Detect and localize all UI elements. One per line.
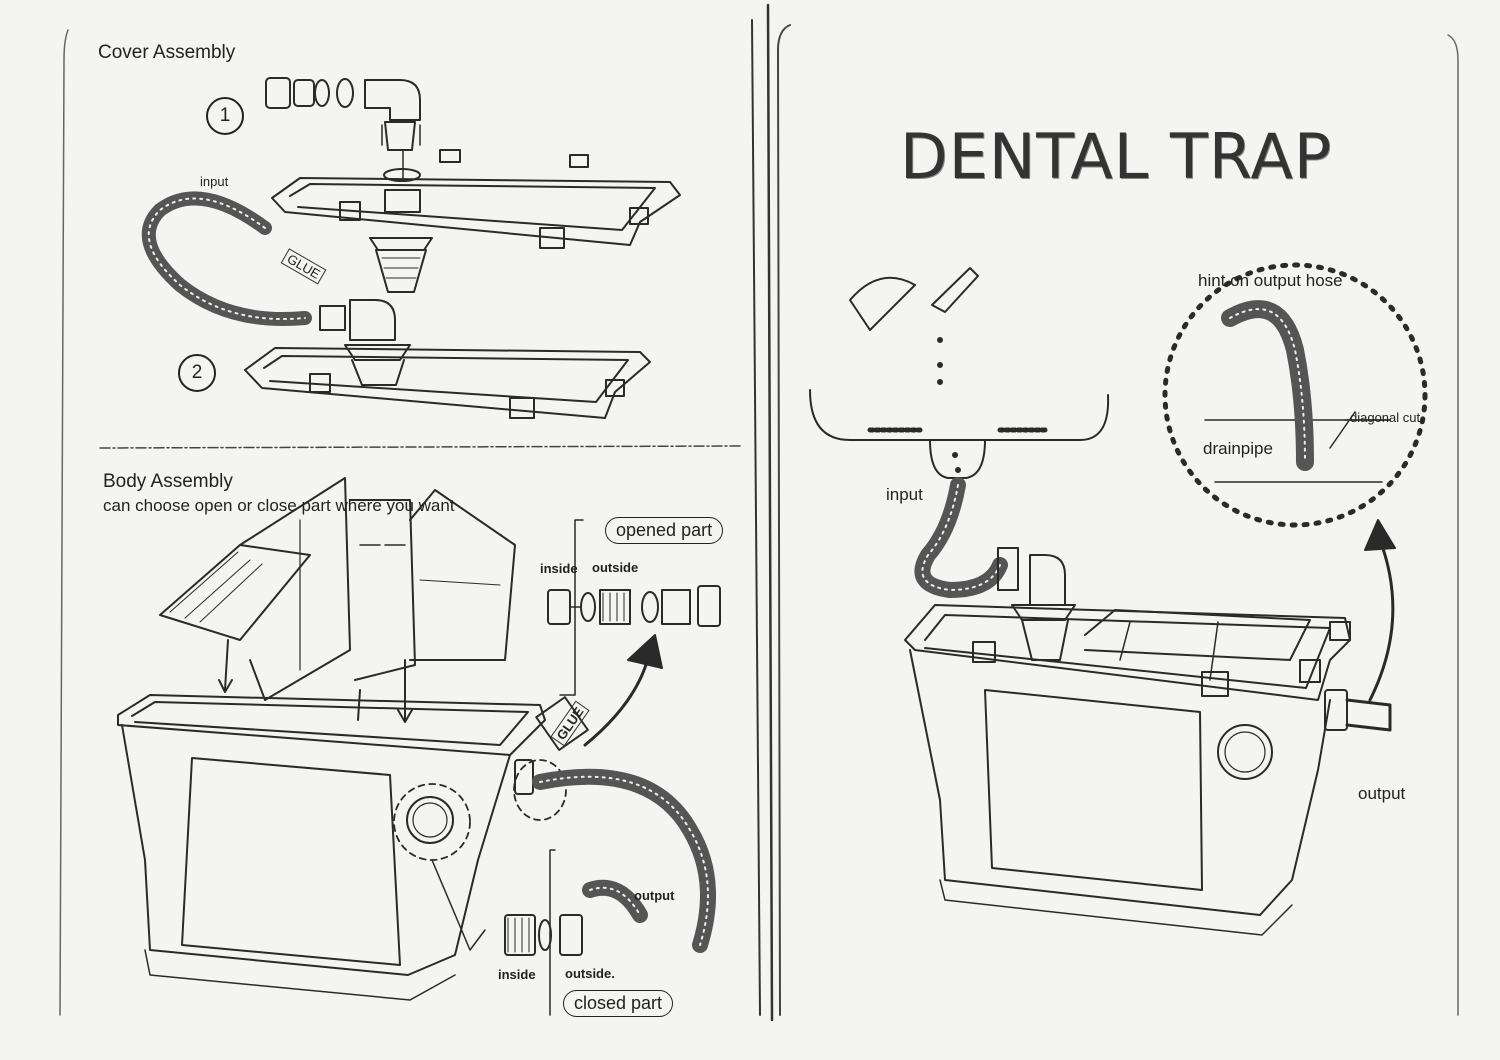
step-2-marker: 2 <box>178 354 216 392</box>
dental-trap-title: DENTAL TRAP <box>900 120 1333 193</box>
right-input-hose <box>914 477 1008 598</box>
right-box <box>904 547 1392 936</box>
opened-part-label: opened part <box>605 517 724 544</box>
body-assembly-title: Body Assembly <box>103 471 233 492</box>
cover-input-label: input <box>200 174 229 189</box>
cover-step1-lid <box>271 149 681 249</box>
sink-scene <box>809 267 1110 479</box>
right-output-label: output <box>1358 784 1406 803</box>
body-arrow <box>535 634 663 751</box>
detail-hose-ribs <box>1229 308 1306 463</box>
outside-label-bottom: outside. <box>565 966 615 981</box>
body-box <box>117 694 567 1001</box>
body-output-hose <box>532 768 716 953</box>
body-panels <box>159 477 516 723</box>
drainpipe-label: drainpipe <box>1203 439 1273 458</box>
cover-hose-ribs <box>147 197 306 321</box>
body-output-hose-ribs <box>539 775 709 946</box>
right-input-label: input <box>886 485 923 504</box>
diagonal-cut-label: diagonal cut <box>1350 410 1421 425</box>
body-output-label: output <box>634 888 675 903</box>
cover-step2-lid <box>244 299 651 419</box>
step-1-marker: 1 <box>206 97 244 135</box>
page-borders <box>59 3 1459 1022</box>
cover-step1-fittings <box>265 77 433 293</box>
closed-part-label: closed part <box>563 990 674 1017</box>
detail-hint-title: hint on output hose <box>1198 271 1343 290</box>
body-fitting-top <box>547 519 721 696</box>
detail-circle <box>1162 262 1428 528</box>
inside-label-top: inside <box>540 561 578 576</box>
cover-assembly-title: Cover Assembly <box>98 42 236 63</box>
output-arrow <box>1364 519 1396 702</box>
outside-label-top: outside <box>592 560 639 575</box>
right-input-hose-ribs <box>921 484 1001 591</box>
inside-label-bottom: inside <box>498 967 536 982</box>
body-assembly-subtitle: can choose open or close part where you … <box>103 496 455 515</box>
body-fitting-bottom <box>504 849 583 1016</box>
